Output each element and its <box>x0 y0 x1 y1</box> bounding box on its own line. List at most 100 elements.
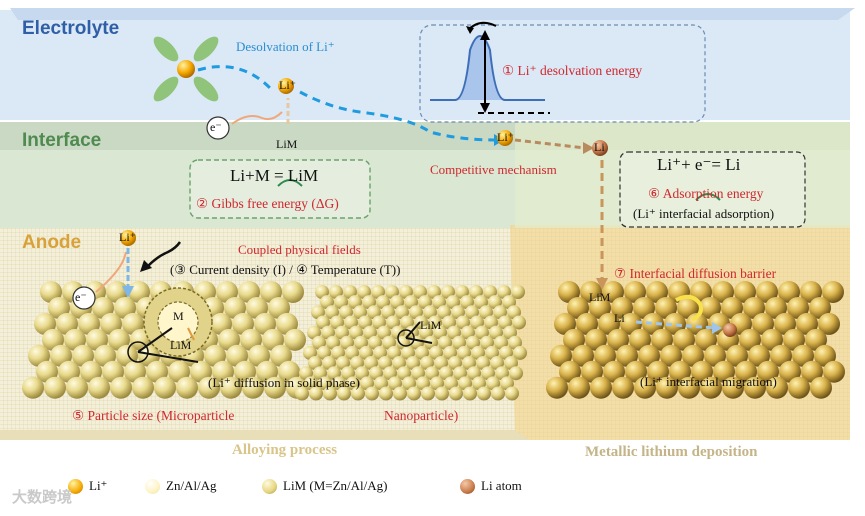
particle <box>554 312 576 335</box>
particle <box>722 376 744 399</box>
particle <box>744 376 766 399</box>
particle <box>220 376 242 399</box>
particle <box>505 386 519 401</box>
particle <box>783 328 805 351</box>
particle <box>700 376 722 399</box>
particle <box>656 376 678 399</box>
particle <box>634 376 656 399</box>
electron-label-1: e⁻ <box>210 120 222 134</box>
electron-label-2: e⁻ <box>75 290 87 304</box>
particle <box>337 386 351 401</box>
particle <box>284 328 306 351</box>
particle <box>633 296 655 319</box>
particle <box>801 360 823 383</box>
legend-liM: LiM (M=Zn/Al/Ag) <box>262 478 387 494</box>
liM-label-1: LiM <box>276 137 298 151</box>
host-metal-swatch <box>145 478 160 494</box>
particle <box>800 281 822 303</box>
desolvation-energy-label: ① Li⁺ desolvation energy <box>502 63 643 78</box>
particle <box>563 328 585 351</box>
particle <box>567 296 589 319</box>
competitive-mechanism-label: Competitive mechanism <box>430 162 557 177</box>
particle <box>463 386 477 401</box>
legend-label: Li⁺ <box>89 478 108 493</box>
particle <box>602 281 624 303</box>
li-ion-swatch <box>68 478 83 494</box>
particle <box>559 360 581 383</box>
particle <box>572 344 594 367</box>
metallic-deposition-caption: Metallic lithium deposition <box>585 444 758 460</box>
particle <box>477 386 491 401</box>
particle <box>822 281 844 303</box>
particle <box>546 376 568 399</box>
particle-size-label: ⑤ Particle size (Microparticle <box>72 408 235 423</box>
gibbs-energy-label: ② Gibbs free energy (ΔG) <box>196 196 339 211</box>
desolvation-label: Desolvation of Li⁺ <box>236 39 335 54</box>
adsorption-equation: Li⁺+ e⁻= Li <box>657 155 741 174</box>
particle <box>365 386 379 401</box>
particle <box>620 312 642 335</box>
particle <box>647 360 669 383</box>
particle <box>607 328 629 351</box>
particle <box>660 344 682 367</box>
particle <box>512 315 526 330</box>
adsorption-description: (Li⁺ interfacial adsorption) <box>633 206 775 221</box>
particle <box>809 296 831 319</box>
adsorption-energy-label: ⑥ Adsorption energy <box>648 186 764 201</box>
li-atom-label-1: Li <box>594 140 605 154</box>
particle <box>598 312 620 335</box>
particle <box>629 328 651 351</box>
particle <box>558 281 580 303</box>
particle <box>585 328 607 351</box>
legend-li-atom: Li atom <box>460 478 522 494</box>
particle <box>295 386 309 401</box>
particle <box>22 376 44 399</box>
legend-li-ion: Li⁺ <box>68 478 107 494</box>
particle <box>682 344 704 367</box>
particle <box>677 296 699 319</box>
particle <box>323 386 337 401</box>
particle <box>774 312 796 335</box>
particle <box>642 312 664 335</box>
alloying-process-caption: Alloying process <box>232 442 338 458</box>
particle <box>513 345 527 360</box>
particle <box>691 360 713 383</box>
particle <box>624 281 646 303</box>
particle <box>264 376 286 399</box>
particle <box>198 376 220 399</box>
particle <box>778 281 800 303</box>
particle <box>612 376 634 399</box>
fields-label: (③ Current density (I) / ④ Temperature (… <box>170 262 401 277</box>
particle <box>66 376 88 399</box>
particle <box>792 344 814 367</box>
interfacial-barrier-label: ⑦ Interfacial diffusion barrier <box>614 266 777 281</box>
interfacial-migration-label: (Li⁺ interfacial migration) <box>640 374 777 389</box>
particle <box>748 344 770 367</box>
li-ion-label-2: Li⁺ <box>497 130 514 144</box>
solid-diffusion-label: (Li⁺ diffusion in solid phase) <box>208 375 360 390</box>
legend-label: Zn/Al/Ag <box>166 478 217 493</box>
particle <box>713 360 735 383</box>
liM-swatch <box>262 478 277 494</box>
particle <box>576 312 598 335</box>
nanoparticle-label: Nanoparticle) <box>384 408 459 423</box>
particle <box>712 281 734 303</box>
particle <box>651 328 673 351</box>
particle <box>765 296 787 319</box>
particle <box>766 376 788 399</box>
particle <box>695 328 717 351</box>
li-ion-label-1: Li⁺ <box>279 78 296 92</box>
particle <box>421 386 435 401</box>
particle <box>393 386 407 401</box>
particle <box>756 281 778 303</box>
particle <box>611 296 633 319</box>
particle <box>581 360 603 383</box>
particle <box>550 344 572 367</box>
particle <box>511 285 525 299</box>
legend-label: LiM (M=Zn/Al/Ag) <box>283 478 388 493</box>
particle <box>669 360 691 383</box>
gibbs-equation: Li+M = LiM <box>230 166 319 185</box>
particle <box>646 281 668 303</box>
